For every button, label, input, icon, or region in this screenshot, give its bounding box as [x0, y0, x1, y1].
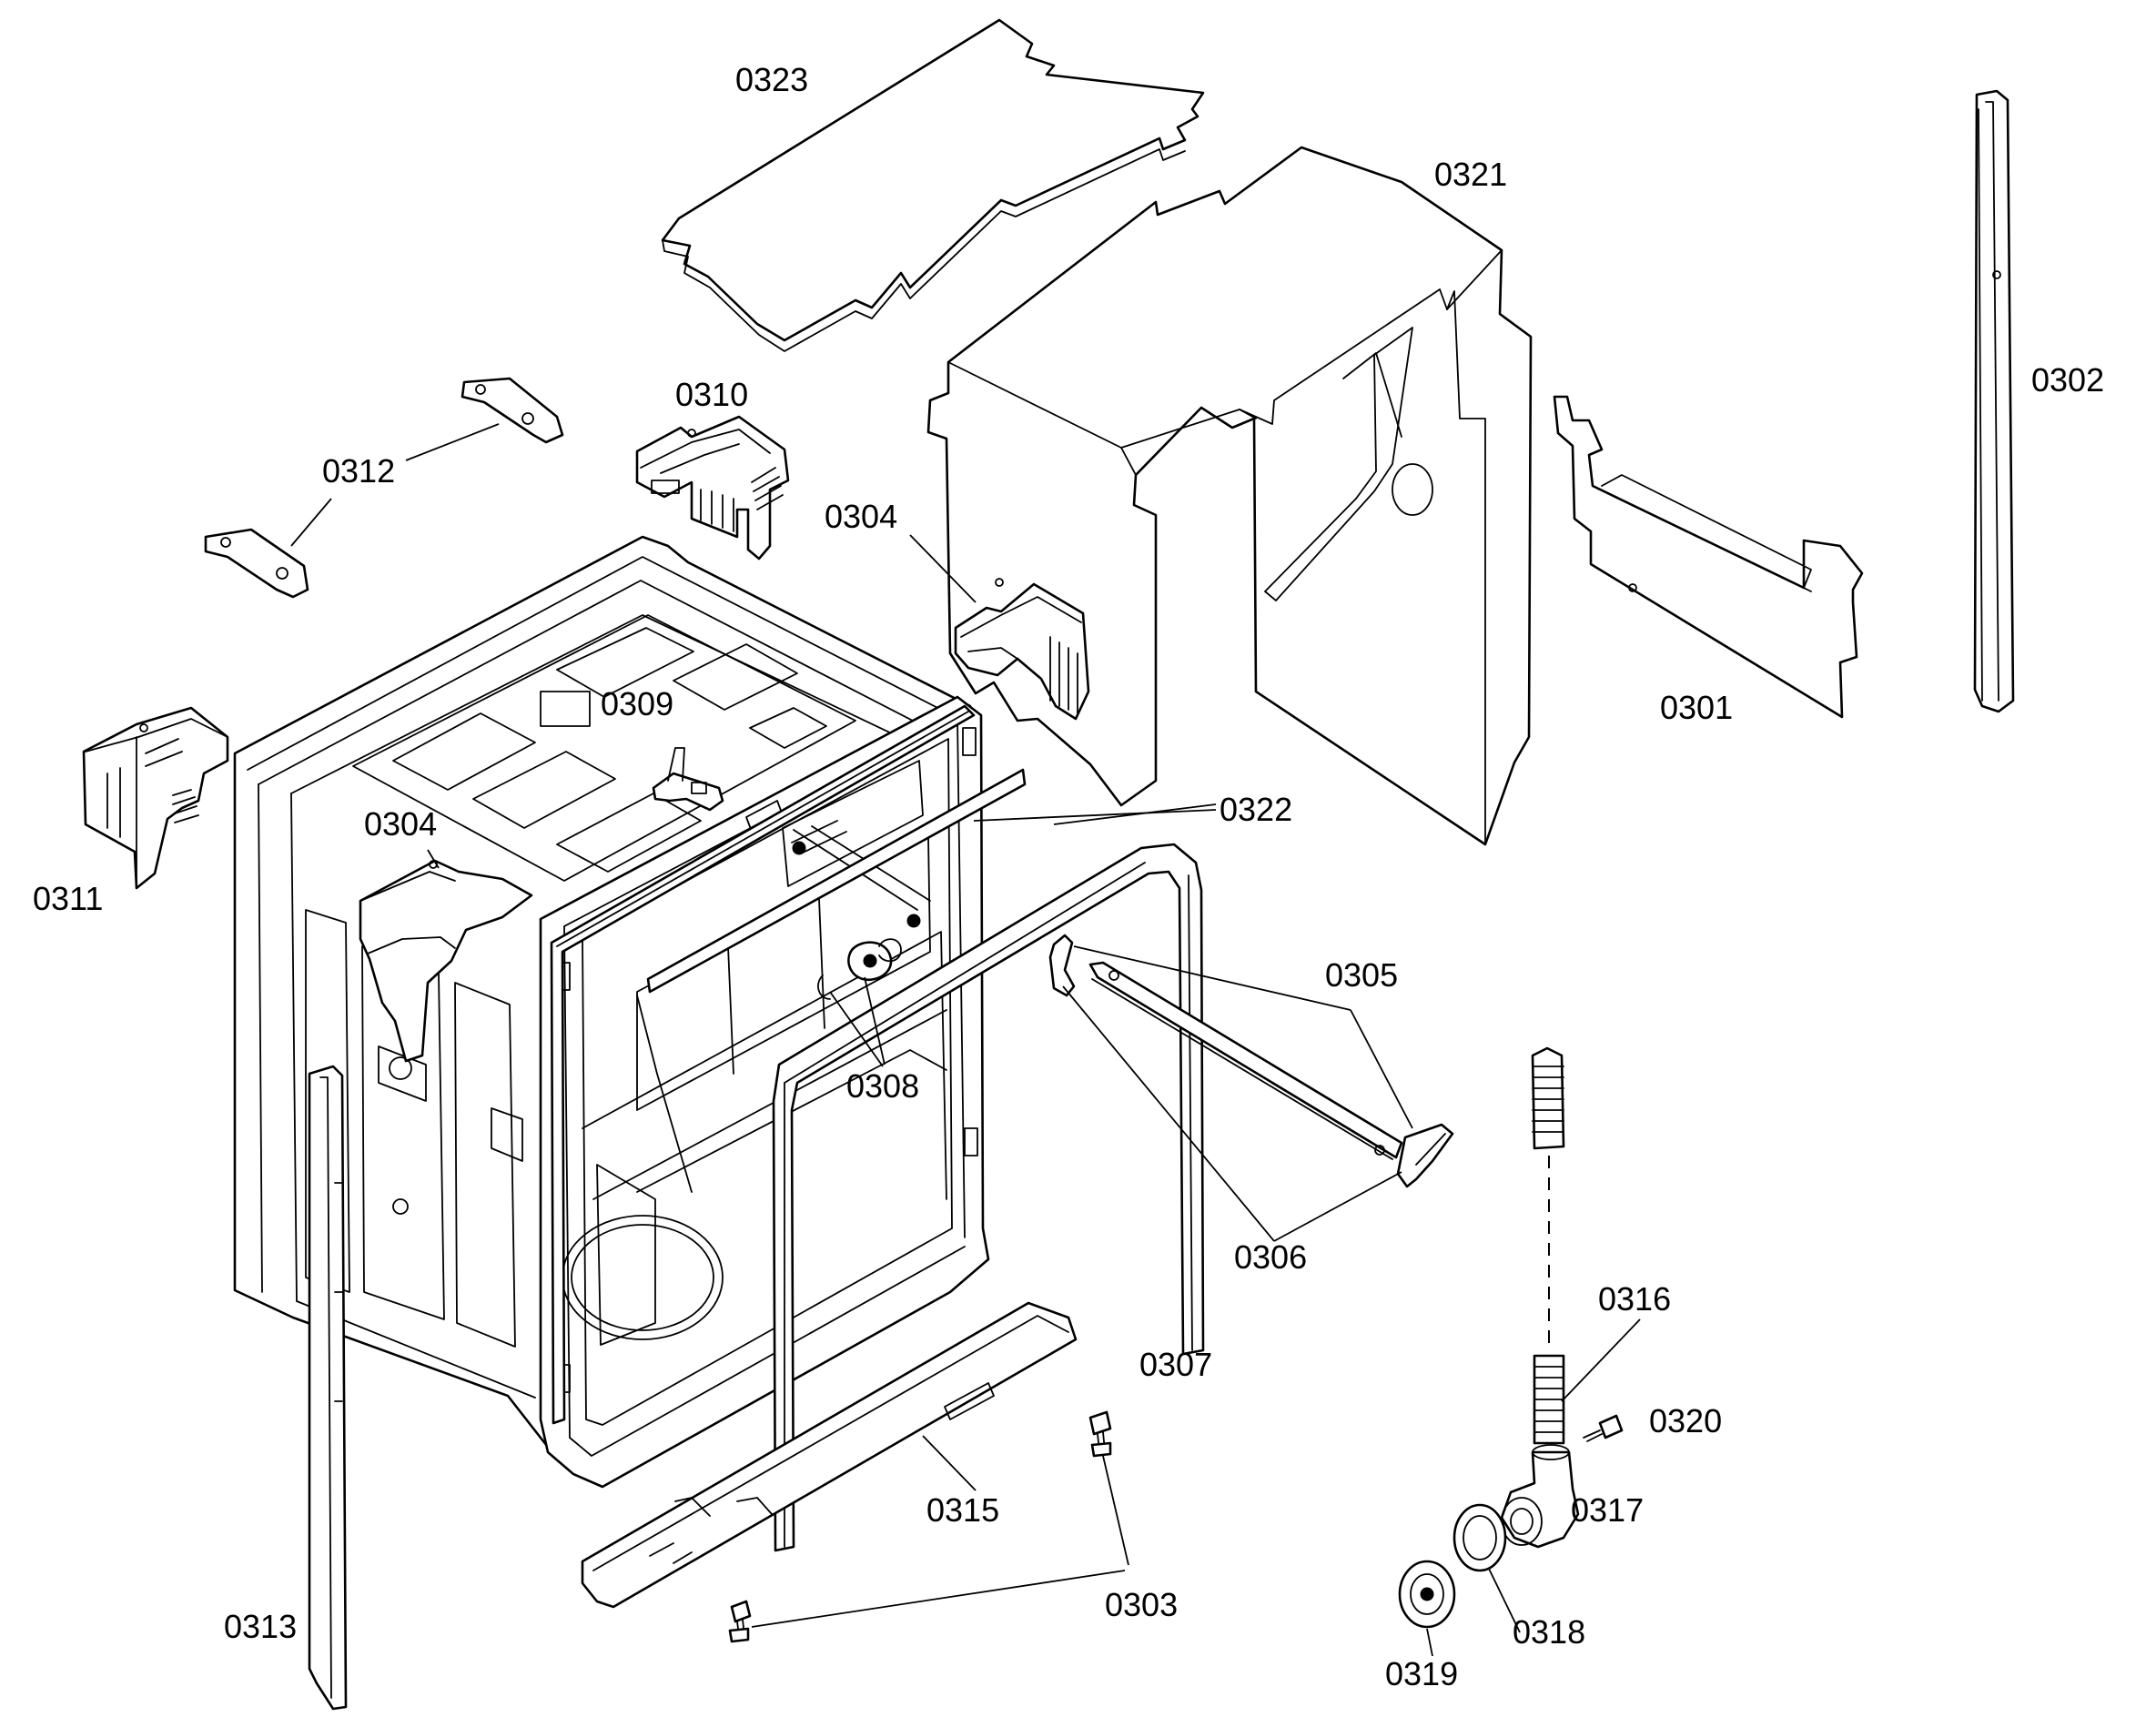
label-0306: 0306 [1234, 1238, 1307, 1276]
part-0318-ring [1453, 1503, 1507, 1572]
label-0313: 0313 [224, 1608, 297, 1645]
part-0320-screw [1583, 1414, 1624, 1442]
label-0301: 0301 [1660, 689, 1733, 726]
label-0318: 0318 [1513, 1613, 1585, 1651]
label-0304-lower: 0304 [364, 805, 437, 843]
part-0311-side-connector-housing [82, 706, 229, 890]
label-0304-upper: 0304 [825, 498, 897, 535]
part-0321-insulation-shroud [926, 146, 1533, 846]
label-0319: 0319 [1385, 1655, 1458, 1692]
label-0317: 0317 [1571, 1491, 1644, 1529]
part-0301-rear-bracket-panel [1553, 395, 1864, 719]
part-0313-side-trim-strip [308, 1065, 348, 1711]
label-0309: 0309 [601, 685, 673, 722]
label-0308: 0308 [846, 1067, 919, 1105]
part-0303-screw-lower [728, 1600, 752, 1643]
leader-lines [290, 423, 1641, 1657]
label-0321: 0321 [1434, 156, 1507, 193]
label-0322: 0322 [1220, 791, 1292, 828]
label-0323: 0323 [735, 61, 808, 98]
part-0303-screw-upper [1088, 1410, 1112, 1458]
part-0309-clip [652, 747, 724, 812]
part-0312-clip-lower [204, 528, 309, 599]
label-0305: 0305 [1325, 956, 1398, 994]
part-0315-kick-plate [581, 1301, 1078, 1609]
part-0304-connector-lower [359, 859, 533, 1063]
part-labels: 0323 0321 0302 0310 0312 0304 0301 0309 … [33, 61, 2104, 1692]
part-0310-connector-housing [635, 415, 790, 561]
part-0322-door-seal [550, 704, 1027, 1425]
part-0317-drain-elbow [1500, 1444, 1580, 1549]
label-0315: 0315 [926, 1491, 999, 1529]
label-0312: 0312 [322, 452, 395, 490]
part-0302-side-trim-strip [1973, 89, 2015, 713]
part-0304-connector-upper [954, 578, 1090, 721]
label-0310: 0310 [675, 376, 748, 413]
part-0305-hinge-rod [1088, 961, 1454, 1188]
label-0307: 0307 [1139, 1346, 1212, 1383]
part-0308-fasteners [817, 938, 902, 1000]
label-0303: 0303 [1105, 1586, 1178, 1623]
part-0316-threaded-pipe [1531, 1046, 1565, 1445]
label-0320: 0320 [1649, 1402, 1722, 1439]
part-0306-hinge-clip [1048, 934, 1076, 997]
part-0319-cap [1398, 1560, 1456, 1629]
part-0312-clip-upper [461, 377, 564, 444]
part-0323-top-cover [661, 18, 1205, 352]
label-0316: 0316 [1598, 1280, 1671, 1318]
label-0302: 0302 [2031, 361, 2104, 399]
label-0311: 0311 [33, 880, 103, 917]
